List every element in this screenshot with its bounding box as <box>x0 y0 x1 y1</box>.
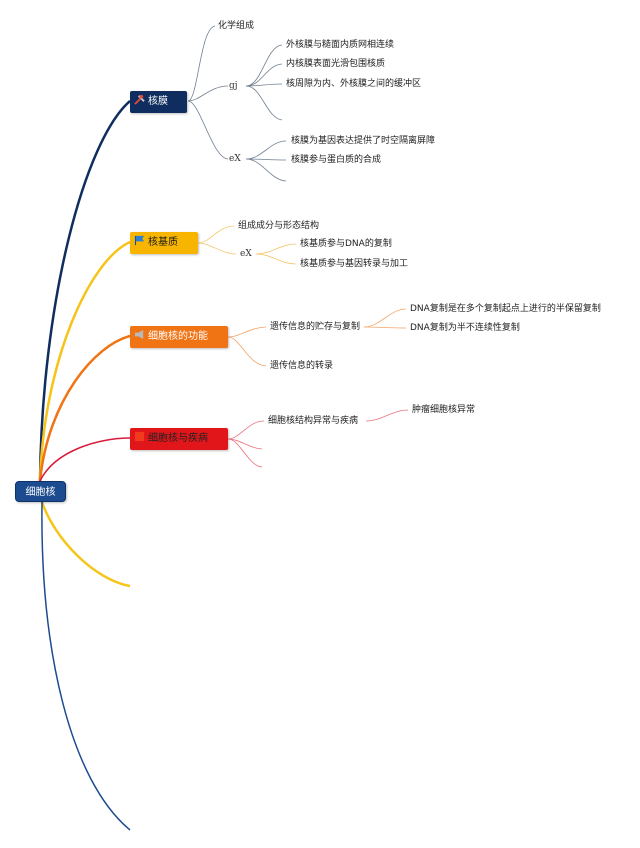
leaf-transcription-processing[interactable]: 核基质参与基因转录与加工 <box>300 259 409 269</box>
connectors-function <box>227 308 407 367</box>
subtopic-ex-tag-matrix[interactable]: eX <box>240 249 252 259</box>
topic-nuclear-matrix-label: 核基质 <box>148 237 178 248</box>
leaf-tumor-nucleus[interactable]: 肿瘤细胞核异常 <box>412 405 476 415</box>
subtopic-structure-abnormality[interactable]: 细胞核结构异常与疾病 <box>268 416 359 426</box>
topic-nuclear-envelope-label: 核膜 <box>148 96 168 107</box>
topic-nuclear-function-label: 细胞核的功能 <box>148 331 208 342</box>
leaf-semidiscontinuous[interactable]: DNA复制为半不连续性复制 <box>410 323 520 333</box>
flag-icon <box>134 235 145 246</box>
leaf-protein-synthesis[interactable]: 核膜参与蛋白质的合成 <box>291 155 382 165</box>
leaf-barrier[interactable]: 核膜为基因表达提供了时空隔离屏障 <box>291 136 436 146</box>
connectors-nuclear-envelope <box>187 25 287 182</box>
root-label: 细胞核 <box>25 487 56 498</box>
leaf-inner-membrane[interactable]: 内核膜表面光滑包围核质 <box>286 59 386 69</box>
subtopic-ex-tag-envelope[interactable]: eX <box>229 154 241 164</box>
leaf-dna-replication[interactable]: 核基质参与DNA的复制 <box>300 239 392 249</box>
topic-nuclear-function[interactable]: 细胞核的功能 <box>130 326 228 348</box>
subtopic-storage-replication[interactable]: 遗传信息的贮存与复制 <box>270 322 361 332</box>
connectors-disease <box>227 409 409 468</box>
connector-root-function <box>38 334 131 482</box>
connector-root-extra-blue <box>41 501 131 831</box>
connector-root-disease <box>39 437 131 482</box>
subtopic-gj-tag[interactable]: gj <box>229 81 238 91</box>
connectors-nuclear-matrix <box>197 225 297 265</box>
subtopic-chemical-composition[interactable]: 化学组成 <box>218 21 255 31</box>
connector-root-nuclear-matrix <box>38 240 131 482</box>
square-icon <box>134 431 145 442</box>
topic-nucleus-disease[interactable]: 细胞核与疾病 <box>130 428 228 450</box>
leaf-outer-membrane[interactable]: 外核膜与糙面内质网相连续 <box>286 40 395 50</box>
topic-nuclear-matrix[interactable]: 核基质 <box>130 232 198 254</box>
leaf-perinuclear-space[interactable]: 核周隙为内、外核膜之间的缓冲区 <box>286 79 422 89</box>
connector-root-extra-yellow <box>40 501 131 588</box>
subtopic-composition-structure[interactable]: 组成成分与形态结构 <box>238 221 320 231</box>
megaphone-icon <box>134 329 144 340</box>
topic-nuclear-envelope[interactable]: 核膜 <box>130 91 187 113</box>
root-node[interactable]: 细胞核 <box>15 481 66 502</box>
subtopic-transcription[interactable]: 遗传信息的转录 <box>270 361 334 371</box>
topic-nucleus-disease-label: 细胞核与疾病 <box>148 433 208 444</box>
tools-icon <box>134 94 145 105</box>
connector-root-nuclear-envelope <box>38 100 131 482</box>
leaf-semiconservative[interactable]: DNA复制是在多个复制起点上进行的半保留复制 <box>410 304 601 314</box>
